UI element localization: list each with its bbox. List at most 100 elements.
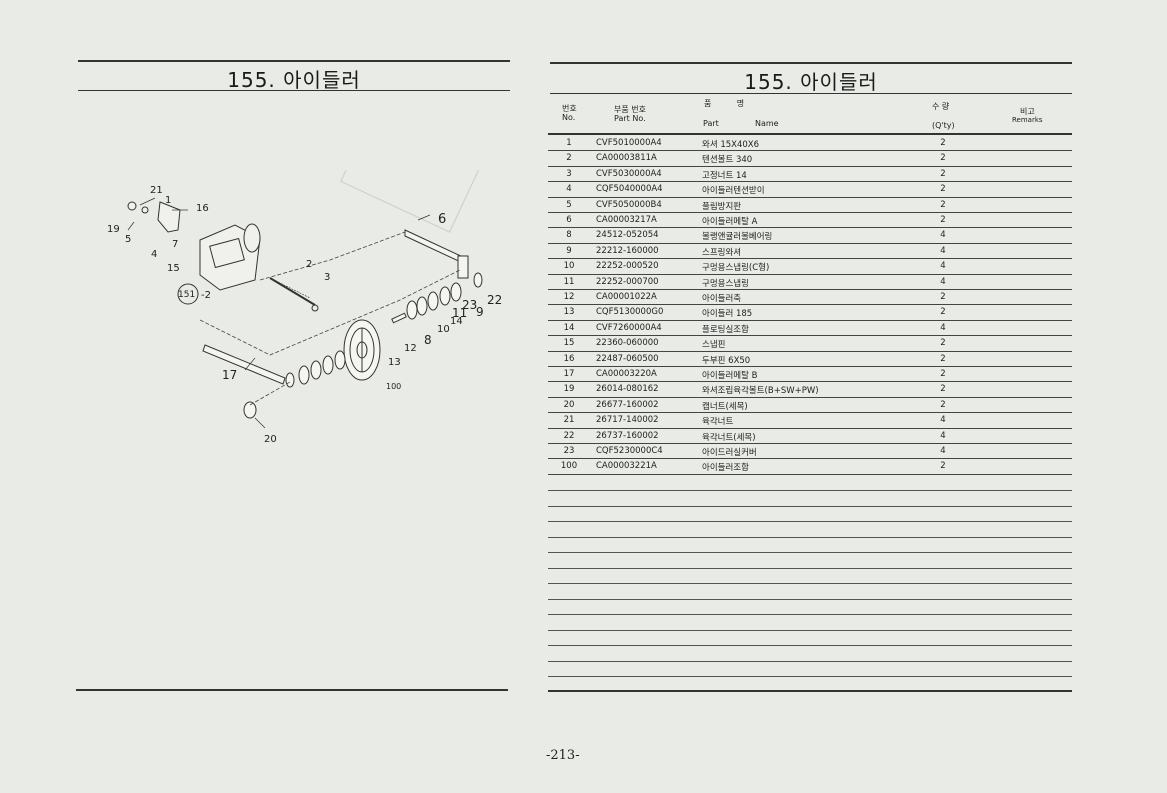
left-page: 155. 아이들러 xyxy=(0,0,560,793)
part-index-cell: 16 xyxy=(563,353,575,364)
callout-10: 10 xyxy=(437,324,450,335)
part-index-cell: 15 xyxy=(563,338,575,349)
empty-line xyxy=(548,645,1072,646)
part-name-cell: 구멍용스냅링 xyxy=(702,278,749,289)
part-number-cell: CQF5230000C4 xyxy=(596,446,663,456)
empty-line xyxy=(548,630,1072,631)
right-top-rule xyxy=(550,62,1072,64)
empty-line xyxy=(548,661,1072,662)
bottom-rule xyxy=(76,689,508,691)
callout-3: 3 xyxy=(324,272,331,283)
quantity-cell: 4 xyxy=(940,276,946,287)
part-number-cell: CVF5050000B4 xyxy=(596,199,662,210)
callout-151-sub: -2 xyxy=(201,290,211,301)
quantity-cell: 4 xyxy=(940,322,946,333)
part-index-cell: 13 xyxy=(563,307,575,318)
part-number-cell: 26737-160002 xyxy=(596,430,659,441)
header-no-ko: 번호 xyxy=(562,104,577,113)
empty-line xyxy=(548,614,1072,615)
quantity-cell: 2 xyxy=(940,461,946,472)
right-bottom-rule xyxy=(548,690,1072,692)
header-remarks-ko: 비고 xyxy=(1020,107,1035,116)
callout-100: 100 xyxy=(386,382,402,391)
quantity-cell: 4 xyxy=(940,446,946,456)
part-index-cell: 17 xyxy=(563,369,575,379)
part-index-cell: 22 xyxy=(563,430,575,441)
part-name-cell: 와셔 15X40X6 xyxy=(702,140,760,150)
empty-line xyxy=(548,552,1072,553)
empty-line xyxy=(548,583,1072,584)
part-number-cell: CA00003221A xyxy=(596,461,657,472)
empty-line xyxy=(548,490,1072,491)
header-remarks-en: Remarks xyxy=(1012,116,1043,124)
part-number-cell: CA00003217A xyxy=(596,215,657,225)
callout-151: 151 xyxy=(178,290,196,300)
callout-19: 19 xyxy=(107,224,120,235)
empty-line xyxy=(548,568,1072,569)
empty-line xyxy=(548,537,1072,538)
part-name-cell: 육각너트 xyxy=(702,417,734,428)
header-name-ko: 품 명 xyxy=(704,99,745,108)
part-number-cell: 22360-060000 xyxy=(596,338,659,349)
part-name-cell: 두부핀 6X50 xyxy=(702,355,751,366)
callout-1: 1 xyxy=(165,195,172,206)
part-number-cell: CVF5030000A4 xyxy=(596,168,662,179)
part-index-cell: 4 xyxy=(566,184,572,195)
callout-23: 23 xyxy=(462,298,478,312)
callout-6: 6 xyxy=(438,212,447,227)
header-rule xyxy=(548,133,1072,135)
quantity-cell: 2 xyxy=(940,369,946,379)
part-name-cell: 아이들러축 xyxy=(702,294,742,304)
part-name-cell: 아이들러메탈 B xyxy=(702,371,758,381)
part-index-cell: 2 xyxy=(566,153,572,164)
part-index-cell: 9 xyxy=(566,245,572,256)
callout-5: 5 xyxy=(125,234,132,245)
part-name-cell: 스냅핀 xyxy=(702,340,726,351)
table-row: 1 CVF5010000A4 와셔 15X40X6 2 xyxy=(548,135,1072,152)
callout-21: 21 xyxy=(150,185,163,196)
quantity-cell: 2 xyxy=(940,168,946,179)
part-index-cell: 1 xyxy=(566,138,572,148)
empty-line xyxy=(548,599,1072,600)
part-number-cell: 22252-000520 xyxy=(596,261,659,272)
part-number-cell: 22487-060500 xyxy=(596,353,659,364)
exploded-parts-diagram xyxy=(127,170,483,429)
part-number-cell: CVF5010000A4 xyxy=(596,138,662,148)
quantity-cell: 2 xyxy=(940,338,946,349)
part-index-cell: 19 xyxy=(563,384,575,395)
part-name-cell: 아이들러조합 xyxy=(702,463,749,474)
quantity-cell: 2 xyxy=(940,184,946,195)
part-number-cell: 26677-160002 xyxy=(596,399,659,410)
part-name-cell: 아이들러메탈 A xyxy=(702,217,758,227)
quantity-cell: 2 xyxy=(940,215,946,225)
title-rule xyxy=(78,90,510,91)
left-page-title: 155. 아이들러 xyxy=(227,68,361,92)
header-no-en: No. xyxy=(562,113,576,122)
part-name-cell: 아이들러 185 xyxy=(702,309,753,320)
part-name-cell: 아이드러실커버 xyxy=(702,448,757,458)
callout-12: 12 xyxy=(404,343,417,354)
part-index-cell: 10 xyxy=(563,261,575,272)
header-qty-en: (Q'ty) xyxy=(932,121,955,130)
empty-line xyxy=(548,506,1072,507)
part-number-cell: 22212-160000 xyxy=(596,245,659,256)
part-number-cell: CA00003811A xyxy=(596,153,657,164)
header-part-label: Part xyxy=(703,119,719,128)
part-name-cell: 육각너트(세목) xyxy=(702,432,756,443)
quantity-cell: 2 xyxy=(940,138,946,148)
callout-7: 7 xyxy=(172,239,179,250)
part-index-cell: 12 xyxy=(563,292,575,302)
callout-17: 17 xyxy=(222,368,238,382)
callout-20: 20 xyxy=(264,434,277,445)
